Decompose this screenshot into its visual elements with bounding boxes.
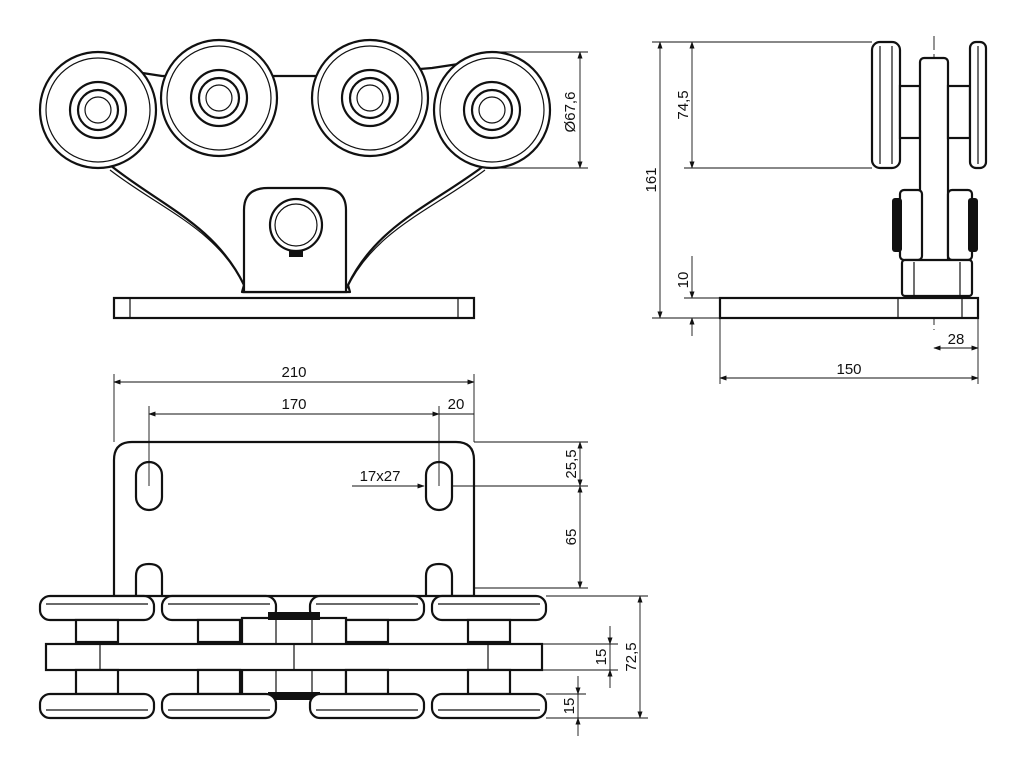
front-roller	[432, 50, 552, 170]
front-roller	[310, 38, 430, 158]
dim-carriage-width: 72,5	[623, 642, 640, 671]
dim-total-height: 161	[643, 167, 660, 192]
dim-plate-thickness: 10	[675, 272, 692, 289]
front-roller	[159, 38, 279, 158]
dim-slot-spacing: 170	[281, 396, 306, 413]
dim-slot-edge-offset: 20	[448, 396, 465, 413]
dim-roller-thickness: 15	[561, 698, 578, 715]
side-view: 74,5 161 10 28 150	[643, 36, 988, 384]
side-base-plate	[718, 296, 980, 320]
dim-plate-width: 150	[836, 361, 861, 378]
dim-roller-height: 74,5	[675, 90, 692, 119]
front-roller	[38, 50, 158, 170]
dim-slot-to-roller: 65	[563, 529, 580, 546]
dim-roller-diameter: Ø67,6	[562, 92, 579, 133]
dim-edge-to-axis: 28	[948, 331, 965, 348]
front-base-plate	[112, 296, 476, 320]
front-view: Ø67,6	[38, 38, 588, 320]
dim-plate-length: 210	[281, 364, 306, 381]
top-view: 210 170 20 17x27 25,5 65 72,5 15	[38, 364, 648, 736]
mounting-plate	[112, 440, 476, 598]
dim-slot-top-offset: 25,5	[563, 449, 580, 478]
label-slot-size: 17x27	[360, 468, 401, 485]
dim-side-plate-thickness: 15	[593, 649, 610, 666]
